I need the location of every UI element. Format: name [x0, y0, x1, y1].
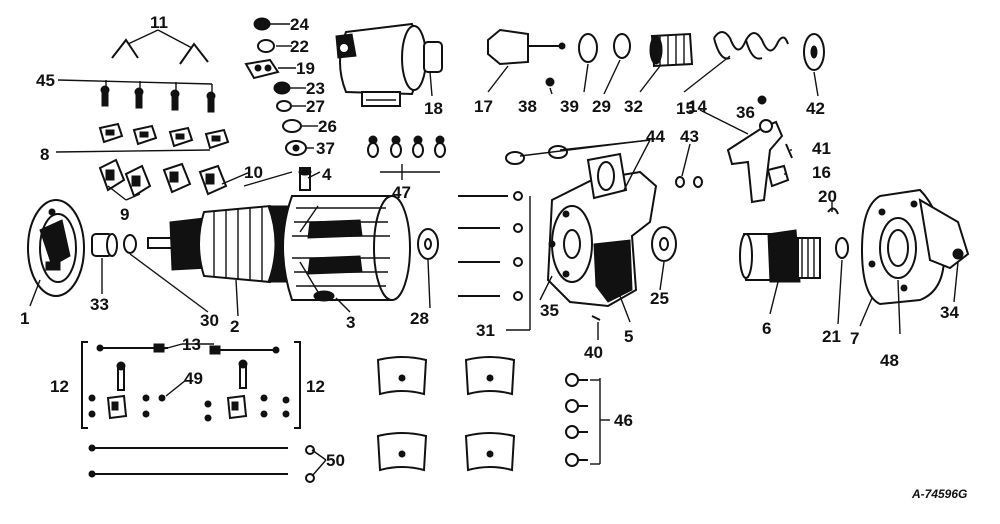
brush-screw-part [100, 85, 216, 113]
callout-46: 46 [614, 411, 633, 430]
o-ring-part [505, 145, 568, 165]
callout-38: 38 [518, 97, 537, 116]
small-pin-part [757, 95, 793, 159]
callout-40: 40 [584, 343, 603, 362]
callout-10: 10 [244, 163, 263, 182]
callout-50: 50 [326, 451, 345, 470]
shift-pin-part [766, 164, 790, 188]
drive-assembly-part [739, 229, 821, 283]
bushing-part [91, 233, 118, 257]
callout-28: 28 [410, 309, 429, 328]
callout-39: 39 [560, 97, 579, 116]
armature-washer-part [417, 228, 439, 260]
callout-5: 5 [624, 327, 633, 346]
callout-25: 25 [650, 289, 669, 308]
callout-29: 29 [592, 97, 611, 116]
solenoid-part [335, 22, 443, 107]
plunger-spring-part [713, 31, 789, 60]
callout-35: 35 [540, 301, 559, 320]
callout-17: 17 [474, 97, 493, 116]
callout-24: 24 [290, 15, 309, 34]
lead-kit-part [88, 343, 290, 422]
long-bolt-part [88, 444, 315, 483]
callout-31: 31 [476, 321, 495, 340]
callout-19: 19 [296, 59, 315, 78]
seal-part [675, 176, 703, 188]
small-screw-part [591, 315, 601, 321]
brush-part [98, 122, 230, 150]
callout-43: 43 [680, 127, 699, 146]
plunger-pin-part [545, 77, 555, 87]
callout-27: 27 [306, 97, 325, 116]
spring-washer-part [803, 33, 825, 71]
lead-kit-bracket [81, 341, 301, 429]
callout-7: 7 [850, 329, 859, 348]
callout-41: 41 [812, 139, 831, 158]
callout-22: 22 [290, 37, 309, 56]
callout-14: 14 [688, 97, 707, 116]
plunger-boot-part [649, 32, 694, 68]
callout-32: 32 [624, 97, 643, 116]
callout-1: 1 [20, 309, 29, 328]
brush-plate-part [376, 356, 516, 472]
terminal-hardware-part [244, 17, 307, 156]
callout-12-right: 12 [306, 377, 325, 396]
callout-45: 45 [36, 71, 55, 90]
callout-36: 36 [736, 103, 755, 122]
plate-screw-part [565, 373, 588, 467]
through-bolt-part [458, 191, 523, 301]
callout-33: 33 [90, 295, 109, 314]
drive-end-housing-part [860, 188, 970, 306]
plunger-part [487, 28, 566, 66]
callout-44: 44 [646, 127, 665, 146]
drawing-code: A-74596G [911, 487, 967, 501]
callout-37: 37 [316, 139, 335, 158]
callout-2: 2 [230, 317, 239, 336]
plunger-washer-part [578, 33, 631, 63]
brush-spring-part [111, 38, 209, 65]
callout-15: 15 [676, 99, 695, 118]
gear-housing-part [546, 152, 658, 308]
callout-30: 30 [200, 311, 219, 330]
callout-21: 21 [822, 327, 841, 346]
callout-49: 49 [184, 369, 203, 388]
callout-11: 11 [150, 13, 168, 32]
shift-lever-part [726, 119, 784, 204]
commutator-end-plate-part [27, 199, 85, 297]
callout-8: 8 [40, 145, 49, 164]
callout-26: 26 [318, 117, 337, 136]
nut-part [367, 135, 446, 158]
callout-18: 18 [424, 99, 443, 118]
callout-6: 6 [762, 319, 771, 338]
callout-42: 42 [806, 99, 825, 118]
callout-47: 47 [392, 183, 411, 202]
callout-3: 3 [346, 313, 355, 332]
callout-23: 23 [306, 79, 325, 98]
brush-holder-part [98, 158, 228, 198]
callout-12-left: 12 [50, 377, 69, 396]
callout-labels: 1 2 3 4 5 6 7 8 9 10 11 12 12 13 14 15 1… [20, 13, 967, 501]
callout-16: 16 [812, 163, 831, 182]
thrust-washer-part [123, 234, 137, 254]
callout-20: 20 [818, 187, 837, 206]
gasket-part [651, 226, 677, 262]
terminal-stud-part [298, 167, 312, 191]
callout-9: 9 [120, 205, 129, 224]
drive-retainer-part [827, 207, 849, 259]
callout-4: 4 [322, 165, 332, 184]
field-frame-part [282, 195, 411, 302]
callout-48: 48 [880, 351, 899, 370]
leader-lines [29, 23, 959, 477]
callout-13: 13 [182, 335, 201, 354]
callout-34: 34 [940, 303, 959, 322]
